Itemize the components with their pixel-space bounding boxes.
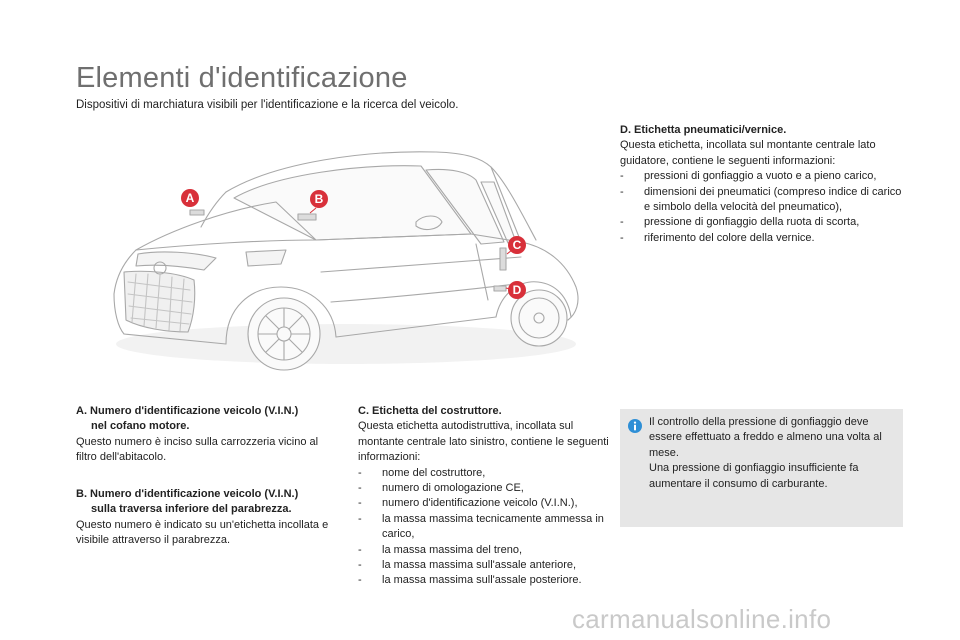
- section-a-heading: A. Numero d'identificazione veicolo (V.I…: [76, 404, 338, 435]
- section-a: A. Numero d'identificazione veicolo (V.I…: [76, 404, 338, 466]
- section-b: B. Numero d'identificazione veicolo (V.I…: [76, 487, 338, 549]
- page-subtitle: Dispositivi di marchiatura visibili per …: [76, 99, 459, 111]
- list-item: riferimento del colore della vernice.: [620, 231, 905, 247]
- marker-a: A: [181, 189, 199, 207]
- marker-b: B: [309, 190, 328, 214]
- watermark: carmanualsonline.info: [572, 604, 832, 634]
- section-a-heading-line2: nel cofano motore.: [91, 420, 190, 433]
- list-item: la massa massima del treno,: [358, 543, 616, 559]
- svg-text:C: C: [513, 238, 522, 252]
- list-item: la massa massima tecnicamente ammessa in…: [358, 512, 616, 543]
- list-item: pressione di gonfiaggio della ruota di s…: [620, 215, 905, 231]
- section-b-body: Questo numero è indicato su un'etichetta…: [76, 518, 329, 547]
- section-b-heading: B. Numero d'identificazione veicolo (V.I…: [76, 487, 338, 518]
- section-c: C. Etichetta del costruttore. Questa eti…: [358, 404, 616, 589]
- marker-c: C: [506, 236, 526, 255]
- info-line-1: Il controllo della pressione di gonfiagg…: [649, 416, 882, 459]
- section-d: D. Etichetta pneumatici/vernice. Questa …: [620, 123, 905, 247]
- section-b-heading-line1: B. Numero d'identificazione veicolo (V.I…: [76, 488, 299, 500]
- info-line-2: Una pressione di gonfiaggio insufficient…: [649, 462, 859, 490]
- section-a-heading-line1: A. Numero d'identificazione veicolo (V.I…: [76, 405, 299, 417]
- list-item: numero di omologazione CE,: [358, 481, 616, 497]
- car-illustration: A B C D: [76, 122, 616, 372]
- svg-text:B: B: [315, 192, 324, 206]
- svg-text:A: A: [186, 191, 195, 205]
- section-d-intro: Questa etichetta, incollata sul montante…: [620, 139, 876, 167]
- section-c-list: nome del costruttore, numero di omologaz…: [358, 466, 616, 590]
- section-a-body: Questo numero è inciso sulla carrozzeria…: [76, 435, 319, 464]
- list-item: numero d'identificazione veicolo (V.I.N.…: [358, 496, 616, 512]
- info-box: Il controllo della pressione di gonfiagg…: [620, 409, 903, 527]
- list-item: nome del costruttore,: [358, 466, 616, 482]
- svg-text:D: D: [513, 283, 522, 297]
- section-c-heading: C. Etichetta del costruttore.: [358, 405, 502, 417]
- marker-d: D: [505, 281, 526, 299]
- list-item: pressioni di gonfiaggio a vuoto e a pien…: [620, 169, 905, 185]
- car-drawing: A B C D: [113, 151, 579, 371]
- list-item: la massa massima sull'assale anteriore,: [358, 558, 616, 574]
- section-b-heading-line2: sulla traversa inferiore del parabrezza.: [91, 503, 292, 516]
- info-icon: [628, 419, 642, 433]
- section-c-intro: Questa etichetta autodistruttiva, incoll…: [358, 420, 609, 464]
- list-item: dimensioni dei pneumatici (compreso indi…: [620, 185, 905, 216]
- page-title: Elementi d'identificazione: [76, 62, 408, 94]
- list-item: la massa massima sull'assale posteriore.: [358, 573, 616, 589]
- info-text: Il controllo della pressione di gonfiagg…: [649, 415, 894, 492]
- section-d-heading: D. Etichetta pneumatici/vernice.: [620, 124, 787, 136]
- section-d-list: pressioni di gonfiaggio a vuoto e a pien…: [620, 169, 905, 246]
